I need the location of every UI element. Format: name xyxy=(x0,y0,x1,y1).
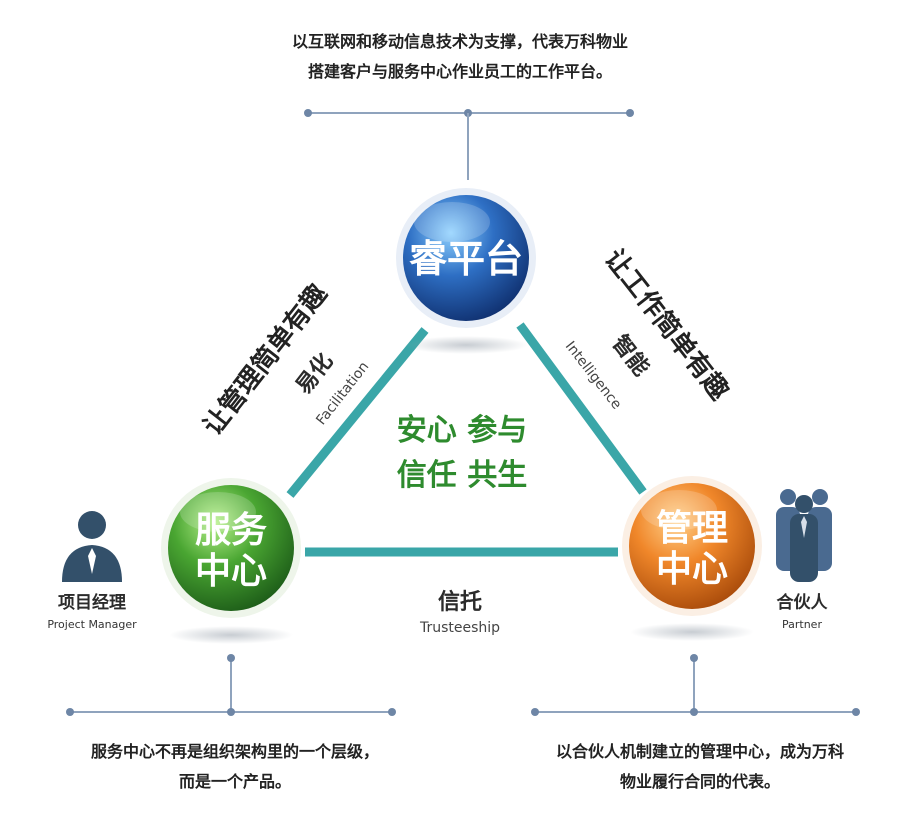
timeline-dot xyxy=(304,109,312,117)
group-icon-head-front xyxy=(795,495,813,513)
edge-right-tagline-group: 让工作简单有趣 xyxy=(598,244,734,407)
bottom-right-caption: 以合伙人机制建立的管理中心，成为万科 物业履行合同的代表。 xyxy=(520,737,880,797)
center-line2: 信任 共生 xyxy=(397,458,527,493)
group-icon xyxy=(776,489,832,582)
edge-left-cn: 易化 xyxy=(291,348,339,399)
center-line1: 安心 参与 xyxy=(397,413,527,448)
node-left: 服务 中心 xyxy=(161,478,301,618)
node-right-line1: 管理 xyxy=(656,508,728,549)
bottom-left-caption-line2: 而是一个产品。 xyxy=(178,772,291,791)
node-shadow xyxy=(404,336,528,354)
edge-right-tagline: 让工作简单有趣 xyxy=(598,244,734,407)
node-right-highlight xyxy=(641,490,717,530)
node-top-highlight xyxy=(414,202,490,242)
group-icon-body-front xyxy=(790,514,818,582)
node-right: 管理 中心 xyxy=(622,476,762,616)
triangle-connectors xyxy=(286,322,647,557)
timeline-dot xyxy=(227,654,235,662)
edge-bottom-cn: 信托 xyxy=(438,589,482,615)
actor-right-en: Partner xyxy=(782,618,822,631)
bottom-right-caption-line2: 物业履行合同的代表。 xyxy=(619,772,780,791)
edge-right-cn: 智能 xyxy=(607,330,655,381)
node-shadow xyxy=(169,626,293,644)
connector-left xyxy=(286,327,429,498)
node-top: 睿平台 xyxy=(396,188,536,328)
top-timeline xyxy=(304,109,634,180)
timeline-dot xyxy=(531,708,539,716)
person-icon-tie xyxy=(88,548,96,574)
timeline-dot xyxy=(388,708,396,716)
timeline-dot xyxy=(626,109,634,117)
node-top-label: 睿平台 xyxy=(409,237,523,281)
timeline-dot xyxy=(690,708,698,716)
node-left-sphere xyxy=(168,485,294,611)
bottom-left-caption-line1: 服务中心不再是组织架构里的一个层级， xyxy=(90,742,379,761)
group-icon-head xyxy=(780,489,796,505)
bottom-right-caption-line1: 以合伙人机制建立的管理中心，成为万科 xyxy=(555,742,844,761)
group-icon-head xyxy=(812,489,828,505)
bottom-right-timeline xyxy=(531,654,860,716)
top-caption-line2: 搭建客户与服务中心作业员工的工作平台。 xyxy=(307,62,612,81)
node-top-sphere xyxy=(403,195,529,321)
timeline-dot xyxy=(66,708,74,716)
node-left-line2: 中心 xyxy=(195,551,267,592)
connector-right xyxy=(516,322,647,495)
actor-left-cn: 项目经理 xyxy=(58,592,126,613)
bottom-left-timeline xyxy=(66,654,396,716)
group-icon-tie xyxy=(801,516,807,538)
top-caption: 以互联网和移动信息技术为支撑，代表万科物业 搭建客户与服务中心作业员工的工作平台… xyxy=(260,27,660,87)
edge-right-cn-group: 智能 xyxy=(607,330,655,381)
timeline-dot xyxy=(690,654,698,662)
node-right-sphere xyxy=(629,483,755,609)
node-shadow xyxy=(630,623,754,641)
bottom-left-caption: 服务中心不再是组织架构里的一个层级， 而是一个产品。 xyxy=(55,737,415,797)
person-icon xyxy=(62,511,122,582)
edge-bottom-en: Trusteeship xyxy=(419,620,500,636)
top-caption-line1: 以互联网和移动信息技术为支撑，代表万科物业 xyxy=(291,32,628,51)
edge-left-cn-group: 易化 xyxy=(291,348,339,399)
person-icon-head xyxy=(78,511,106,539)
timeline-dot xyxy=(852,708,860,716)
node-left-highlight xyxy=(180,492,256,532)
actor-left-en: Project Manager xyxy=(47,618,137,631)
node-left-line1: 服务 xyxy=(195,510,267,551)
actor-right-cn: 合伙人 xyxy=(777,592,829,613)
timeline-dot xyxy=(227,708,235,716)
node-right-line2: 中心 xyxy=(656,549,728,590)
